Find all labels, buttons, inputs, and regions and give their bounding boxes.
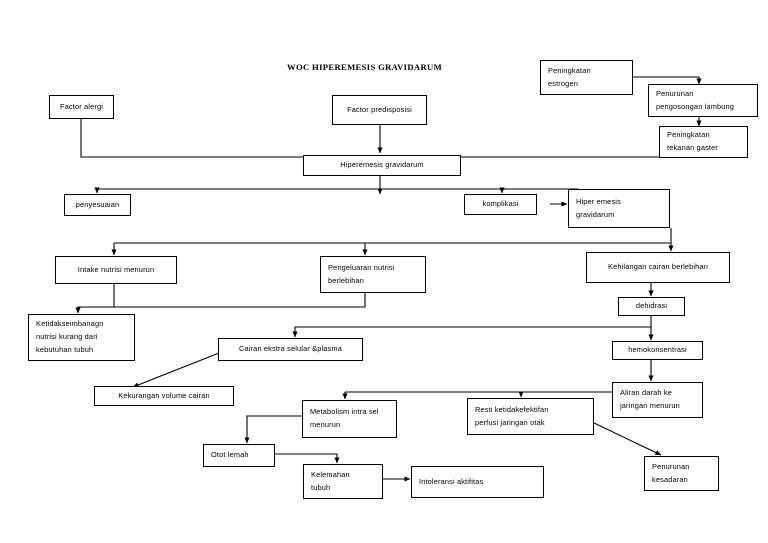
node-metabolism-intra-sel[interactable]: Metabolism intra sel menurun	[302, 400, 397, 438]
node-line: nutrisi kurang dari	[36, 332, 98, 342]
node-line: pengosongan lambung	[656, 101, 735, 111]
node-line: Intake nutrisi menurun	[77, 264, 155, 274]
node-line: Peningkatan	[667, 130, 710, 140]
node-line: Penurunan	[652, 461, 690, 471]
node-hiperemesis-gravidarum[interactable]: Hiperemesis gravidarum	[303, 155, 461, 176]
node-intoleransi-aktifitas[interactable]: Intoleransi aktifitas	[411, 466, 544, 498]
node-dehidrasi[interactable]: dehidrasi	[618, 297, 685, 316]
node-line: Otot lemah	[211, 450, 249, 460]
node-line: tekanan gaster	[667, 143, 718, 152]
node-line: tubuh	[311, 482, 331, 492]
node-pengeluaran-nutrisi-berlebihan[interactable]: Pengeluaran nutrisi berlebihan	[320, 256, 426, 293]
node-line: Pengeluaran nutrisi	[328, 262, 395, 272]
node-hiper-emesis-gravidarum-2[interactable]: Hiper emesis gravidarum	[568, 189, 670, 228]
node-line: penyesuaian	[75, 199, 120, 209]
node-line: Aliran darah ke	[620, 388, 672, 398]
node-factor-alergi[interactable]: Factor alergi	[49, 95, 114, 119]
node-line: jaringan menurun	[620, 401, 680, 410]
node-line: Ketidakseimbanagn	[36, 319, 104, 329]
node-kekurangan-volume-cairan[interactable]: Kekurangan volume cairan	[94, 386, 234, 406]
edge-pengeluaran-join	[78, 293, 366, 308]
node-kelemahan-tubuh[interactable]: Kelemahan tubuh	[303, 464, 383, 499]
node-peningkatan-tekanan-gaster[interactable]: Peningkatan tekanan gaster	[659, 126, 748, 158]
edge-resti-penurunan	[593, 422, 662, 456]
node-line: Penurunan	[656, 88, 694, 98]
edge-cairan-kekurangan	[132, 352, 220, 388]
node-line: kesadaran	[652, 474, 688, 484]
node-ketidakseimbangan-nutrisi[interactable]: Ketidakseimbanagn nutrisi kurang dari ke…	[28, 314, 135, 361]
node-line: hemokonsentrasi	[628, 345, 687, 355]
node-line: Factor predisposisi	[347, 104, 412, 114]
node-otot-lemah[interactable]: Otot lemah	[203, 444, 275, 467]
node-penurunan-kesadaran[interactable]: Penurunan kesadaran	[644, 456, 719, 491]
node-line: perfusi jaringan otak	[475, 417, 545, 427]
node-line: Kehilangan cairan berlebihan	[608, 262, 708, 272]
edge-metabolism-otot	[244, 415, 302, 444]
node-line: Intoleransi aktifitas	[419, 476, 484, 486]
node-line: Hiper emesis	[576, 196, 621, 206]
node-komplikasi[interactable]: komplikasi	[464, 194, 537, 215]
edge-estrogen-pengosongan	[632, 76, 702, 85]
node-intake-nutrisi-menurun[interactable]: Intake nutrisi menurun	[55, 256, 177, 284]
node-line: Cairan ekstra selular &plasma	[239, 344, 342, 354]
edge-intake-ketidakseimbangan	[75, 284, 115, 314]
node-penyesuaian[interactable]: penyesuaian	[64, 194, 131, 216]
node-line: estrogen	[548, 78, 578, 88]
node-resti-ketidakefektifan-perfusi[interactable]: Resti ketidakefektifan perfusi jaringan …	[467, 398, 594, 435]
node-line: menurun	[310, 420, 341, 429]
node-line: berlebihan	[328, 275, 365, 285]
node-line: Metabolism intra sel	[310, 407, 379, 417]
node-line: Kekurangan volume cairan	[118, 390, 210, 400]
node-cairan-ekstra-selular[interactable]: Cairan ekstra selular &plasma	[218, 338, 363, 361]
node-line: Peningkatan	[548, 65, 591, 75]
node-line: kebutuhan tubuh	[36, 344, 94, 354]
node-peningkatan-estrogen[interactable]: Peningkatan estrogen	[540, 60, 633, 95]
node-line: Resti ketidakefektifan	[475, 404, 549, 414]
node-factor-predisposisi[interactable]: Factor predisposisi	[332, 95, 427, 125]
node-line: komplikasi	[482, 199, 519, 209]
node-aliran-darah-jaringan[interactable]: Aliran darah ke jaringan menurun	[612, 382, 703, 418]
node-line: dehidrasi	[635, 301, 668, 311]
node-hemokonsentrasi[interactable]: hemokonsentrasi	[612, 341, 703, 360]
edge-otot-kelemahan	[275, 453, 340, 464]
node-line: gravidarum	[576, 209, 615, 219]
node-line: Hiperemesis gravidarum	[340, 160, 424, 170]
page-title: WOC HIPEREMESIS GRAVIDARUM	[287, 62, 443, 72]
node-line: Factor alergi	[59, 101, 104, 111]
node-line: Kelemahan	[311, 469, 350, 479]
edge-dehidrasi-cairan	[292, 326, 651, 338]
node-kehilangan-cairan-berlebihan[interactable]: Kehilangan cairan berlebihan	[586, 252, 730, 283]
node-penurunan-pengosongan-lambung[interactable]: Penurunan pengosongan lambung	[648, 84, 758, 117]
